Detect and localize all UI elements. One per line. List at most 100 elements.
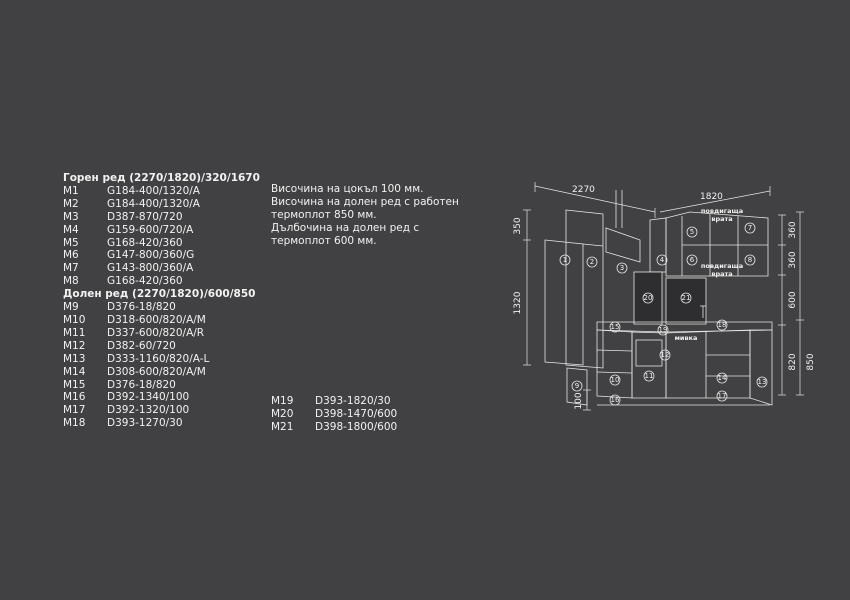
marker-15: 15 xyxy=(609,321,621,333)
svg-text:3: 3 xyxy=(620,264,624,272)
module-code: M17 xyxy=(63,404,86,417)
svg-text:10: 10 xyxy=(611,376,620,384)
module-desc: D382-60/720 xyxy=(107,339,176,352)
module-desc: D398-1800/600 xyxy=(315,420,398,433)
module-code: M12 xyxy=(63,339,86,352)
svg-text:16: 16 xyxy=(611,396,620,404)
svg-text:13: 13 xyxy=(758,378,767,386)
marker-19: 19 xyxy=(657,324,669,336)
svg-text:4: 4 xyxy=(660,256,665,264)
module-desc: D392-1320/100 xyxy=(107,404,190,417)
module-code: M18 xyxy=(63,417,86,430)
marker-9: 9 xyxy=(571,380,583,392)
svg-text:19: 19 xyxy=(659,326,668,334)
dim-right-width: 1820 xyxy=(700,192,723,202)
svg-text:7: 7 xyxy=(748,224,752,232)
svg-text:11: 11 xyxy=(645,372,654,380)
module-code: M8 xyxy=(63,275,79,288)
marker-16: 16 xyxy=(609,394,621,406)
dim-1320: 1320 xyxy=(513,291,523,314)
dim-850: 850 xyxy=(806,353,816,370)
dim-360-a: 360 xyxy=(788,221,798,238)
marker-17: 17 xyxy=(716,390,728,402)
upper-row-title: Горен ред (2270/1820)/320/1670 xyxy=(63,172,260,184)
lower-row-title: Долен ред (2270/1820)/600/850 xyxy=(63,288,256,301)
marker-7: 7 xyxy=(744,222,756,234)
module-code: M13 xyxy=(63,352,86,365)
marker-4: 4 xyxy=(656,254,668,266)
marker-14: 14 xyxy=(716,372,728,384)
lower-item: M14 D308-600/820/A/M xyxy=(63,366,260,379)
svg-text:1: 1 xyxy=(563,256,567,264)
lower-item: M11 D337-600/820/A/R xyxy=(63,327,260,340)
module-desc: G184-400/1320/A xyxy=(107,184,200,197)
marker-21: 21 xyxy=(680,292,692,304)
sink-label: мивка xyxy=(675,334,698,342)
lift-door-label-2a: повдигаща xyxy=(701,262,743,270)
marker-10: 10 xyxy=(609,374,621,386)
marker-11: 11 xyxy=(643,370,655,382)
note-plinth-height: Височина на цокъл 100 мм. xyxy=(271,183,424,195)
note-lower-height: Височина на долен ред с работен термопло… xyxy=(271,195,459,221)
marker-18: 18 xyxy=(716,319,728,331)
module-desc: G168-420/360 xyxy=(107,236,183,249)
svg-text:9: 9 xyxy=(575,382,579,390)
module-desc: G168-420/360 xyxy=(107,275,183,288)
module-code: M14 xyxy=(63,365,86,378)
module-desc: G147-800/360/G xyxy=(107,249,195,262)
marker-12: 12 xyxy=(659,349,671,361)
lift-door-label-1b: врата xyxy=(711,215,732,223)
note-lower-depth: Дълбочина на долен ред с термоплот 600 м… xyxy=(271,221,420,247)
drawing-labels: повдигаща врата повдигаща врата мивка xyxy=(675,207,744,342)
module-code: M7 xyxy=(63,262,79,275)
svg-text:20: 20 xyxy=(644,294,653,302)
lower-item: M17 D392-1320/100 xyxy=(63,404,260,417)
svg-text:18: 18 xyxy=(718,321,727,329)
marker-5: 5 xyxy=(686,226,698,238)
lift-door-label-2b: врата xyxy=(711,270,732,278)
module-desc: G159-600/720/A xyxy=(107,223,194,236)
svg-text:21: 21 xyxy=(682,294,691,302)
marker-2: 2 xyxy=(586,256,598,268)
module-desc: D308-600/820/A/M xyxy=(107,365,206,378)
dimension-labels: 2270 1820 350 1320 100 360 360 600 820 8… xyxy=(513,185,816,410)
dimension-lines xyxy=(523,182,804,411)
extra-item: M21 D398-1800/600 xyxy=(271,421,397,434)
module-desc: D393-1820/30 xyxy=(315,395,391,407)
marker-3: 3 xyxy=(616,262,628,274)
module-code: M20 xyxy=(271,407,294,420)
svg-text:8: 8 xyxy=(748,256,752,264)
dim-360-b: 360 xyxy=(788,251,798,268)
svg-text:12: 12 xyxy=(661,351,670,359)
svg-text:6: 6 xyxy=(690,256,695,264)
module-desc: D393-1270/30 xyxy=(107,417,183,430)
dim-left-width: 2270 xyxy=(572,185,595,195)
module-code: M10 xyxy=(63,313,86,326)
svg-text:14: 14 xyxy=(718,374,727,382)
svg-text:17: 17 xyxy=(718,392,727,400)
module-desc: D376-18/820 xyxy=(107,301,176,314)
marker-20: 20 xyxy=(642,292,654,304)
module-desc: D337-600/820/A/R xyxy=(107,326,205,339)
dim-600: 600 xyxy=(788,291,798,308)
module-desc: D398-1470/600 xyxy=(315,407,398,420)
lower-item: M12 D382-60/720 xyxy=(63,340,260,353)
marker-1: 1 xyxy=(559,254,571,266)
module-code: M21 xyxy=(271,420,294,433)
marker-6: 6 xyxy=(686,254,698,266)
marker-13: 13 xyxy=(756,376,768,388)
module-code: M11 xyxy=(63,326,86,339)
svg-text:5: 5 xyxy=(690,228,694,236)
upper-item: M8 G168-420/360 xyxy=(63,275,260,288)
